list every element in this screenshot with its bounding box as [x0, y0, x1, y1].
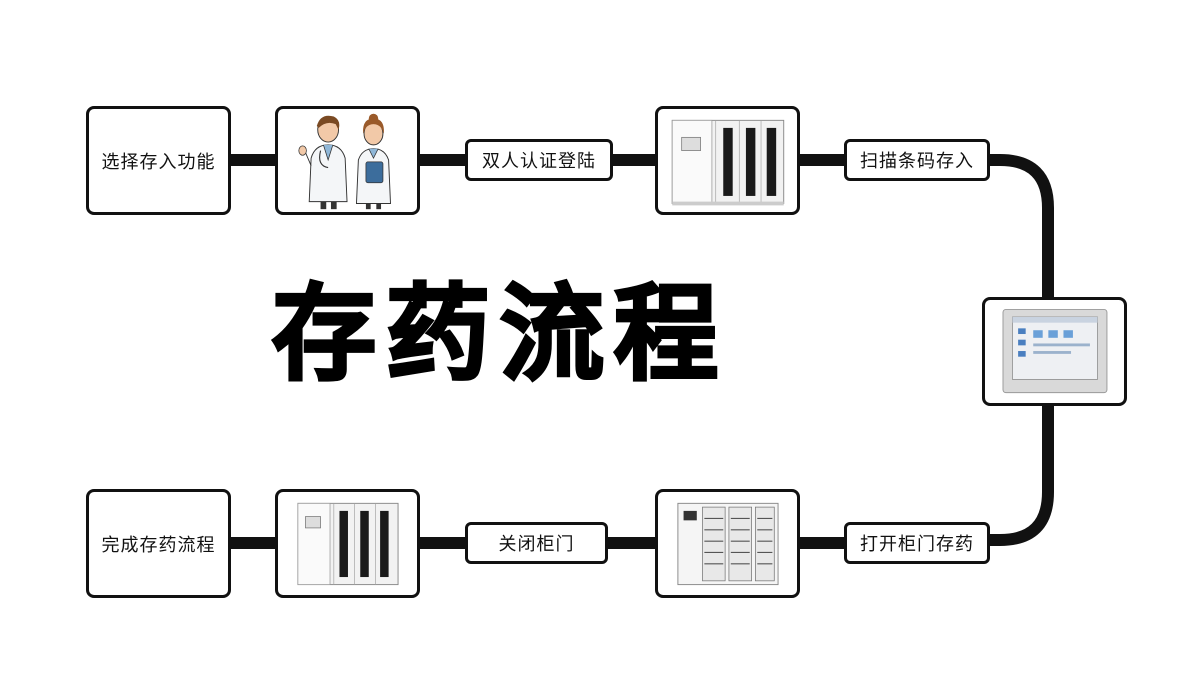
connector: [796, 154, 846, 166]
connector: [228, 154, 278, 166]
cabinet-open-image: [655, 489, 800, 598]
connector: [228, 537, 278, 549]
connector: [418, 537, 468, 549]
doctors-image: [275, 106, 420, 215]
medicine-cabinet-icon: [297, 502, 399, 586]
step-open-door-store: 打开柜门存药: [844, 522, 990, 564]
cabinet-closed-image-bottom: [275, 489, 420, 598]
touchscreen-image: [982, 297, 1127, 406]
doctors-icon: [298, 113, 391, 210]
step-scan-barcode: 扫描条码存入: [844, 139, 990, 181]
step-label: 双人认证登陆: [482, 151, 596, 172]
step-label: 完成存药流程: [101, 534, 216, 556]
step-complete: 完成存药流程: [86, 489, 231, 598]
step-label: 打开柜门存药: [860, 534, 974, 555]
step-dual-auth-login: 双人认证登陆: [465, 139, 613, 181]
step-label: 选择存入功能: [101, 151, 216, 173]
step-close-door: 关闭柜门: [465, 522, 608, 564]
step-select-function: 选择存入功能: [86, 106, 231, 215]
step-label: 扫描条码存入: [860, 151, 974, 172]
loop-connector: [986, 154, 1054, 546]
connector: [796, 537, 846, 549]
medicine-cabinet-icon: [671, 119, 785, 206]
cabinet-closed-image-top: [655, 106, 800, 215]
connector: [418, 154, 468, 166]
touchscreen-icon: [1002, 308, 1108, 394]
connector: [606, 537, 658, 549]
connector: [610, 154, 658, 166]
open-cabinet-icon: [677, 502, 779, 586]
step-label: 关闭柜门: [498, 534, 575, 555]
page-title: 存药流程: [271, 273, 729, 395]
